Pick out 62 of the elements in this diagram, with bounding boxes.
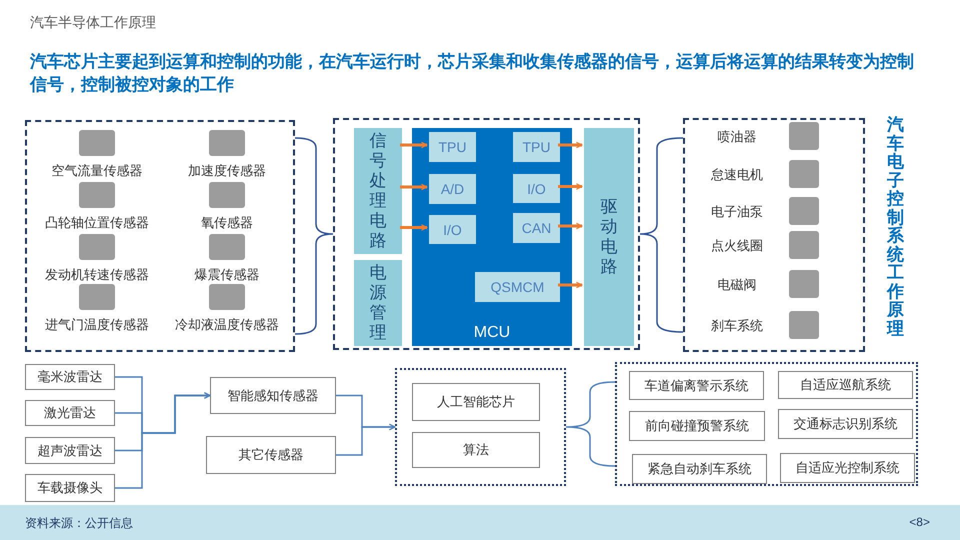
module-box: CAN	[513, 213, 560, 243]
sensor-name: 空气流量传感器	[50, 162, 144, 180]
sensor-box: 其它传感器	[206, 436, 336, 474]
actuator-name: 电磁阀	[716, 276, 758, 294]
system-box: 交通标志识别系统	[778, 409, 913, 439]
panel	[615, 362, 918, 486]
actuator-panel	[683, 118, 865, 352]
curly-bracket	[639, 137, 684, 333]
sensor-name: 冷却液温度传感器	[174, 316, 280, 334]
sensor-box: 超声波雷达	[25, 437, 115, 464]
sensor-box: 人工智能芯片	[412, 383, 540, 421]
sensor-box: 激光雷达	[25, 400, 115, 426]
module-box: A/D	[429, 174, 476, 204]
panel	[395, 368, 566, 486]
actuator-name: 怠速电机	[710, 166, 764, 184]
curly-bracket	[294, 137, 334, 335]
module-box: I/O	[429, 215, 476, 244]
actuator-name: 刹车系统	[710, 317, 764, 335]
sensor-box: 毫米波雷达	[25, 364, 115, 390]
module-box: I/O	[513, 174, 560, 203]
source-note: 资料来源：公开信息	[25, 515, 133, 532]
arrow	[115, 392, 211, 489]
circuit-block: 驱动电路	[584, 128, 634, 346]
sensor-box: 算法	[412, 432, 540, 468]
sensor-name: 爆震传感器	[194, 266, 260, 284]
heading-text: 汽车芯片主要起到运算和控制的功能，在汽车运行时，芯片采集和收集传感器的信号，运算后将运算的结果转变为控制信号，控制被控对象的工作	[30, 51, 915, 96]
actuator-name: 喷油器	[716, 128, 758, 146]
arrow	[400, 224, 428, 231]
side-heading: 汽车电子控制系统工作原理	[887, 116, 905, 338]
module-box: TPU	[513, 132, 560, 162]
sensor-box: 车载摄像头	[25, 474, 115, 502]
sensor-name: 加速度传感器	[187, 162, 267, 180]
panel	[333, 118, 640, 350]
curly-bracket	[565, 381, 616, 467]
arrow	[558, 183, 583, 190]
sensor-name: 凸轮轴位置传感器	[44, 214, 150, 232]
circuit-block: 信号处理电路	[354, 128, 402, 254]
sensor-panel	[25, 120, 295, 352]
slide-title: 汽车半导体工作原理	[30, 14, 156, 32]
arrow	[336, 424, 396, 456]
page-number: <8>	[909, 515, 930, 529]
sensor-box: 智能感知传感器	[210, 377, 336, 414]
system-box: 前向碰撞预警系统	[629, 411, 765, 441]
actuator-name: 电子油泵	[710, 203, 764, 221]
sensor-name: 进气门温度传感器	[44, 316, 150, 334]
system-box: 自适应巡航系统	[778, 371, 913, 399]
module-box: TPU	[429, 132, 476, 162]
arrow	[400, 184, 428, 190]
sensor-name: 氧传感器	[200, 214, 254, 232]
arrow	[558, 282, 583, 288]
mcu-label: MCU	[472, 324, 512, 342]
actuator-name: 点火线圈	[710, 237, 764, 255]
system-box: 紧急自动刹车系统	[632, 454, 767, 484]
mcu-block	[412, 128, 572, 346]
arrow	[558, 142, 583, 148]
arrow	[400, 142, 428, 148]
arrow	[558, 222, 583, 230]
sensor-name: 发动机转速传感器	[44, 266, 150, 284]
system-box: 车道偏离警示系统	[629, 371, 764, 400]
circuit-block: 电源管理	[354, 260, 402, 346]
system-box: 自适应光控制系统	[780, 453, 915, 483]
module-box: QSMCM	[475, 272, 560, 302]
